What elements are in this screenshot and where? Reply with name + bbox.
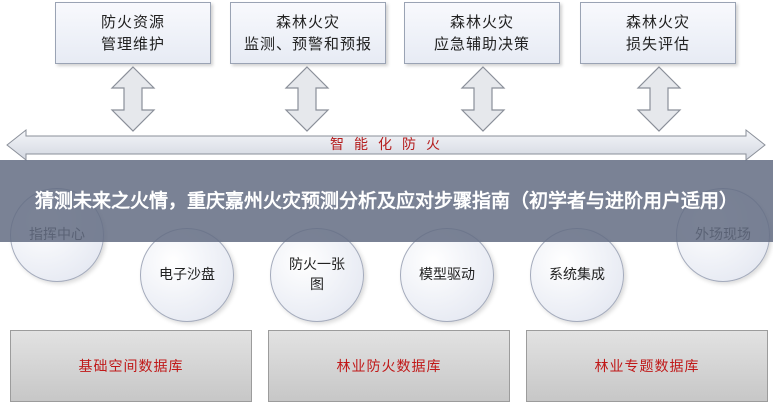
- double-arrow-icon: [460, 66, 506, 132]
- circle-label: 防火一张: [289, 257, 345, 273]
- database-label: 林业专题数据库: [594, 359, 700, 375]
- article-title[interactable]: 猜测未来之火情，重庆嘉州火灾预测分析及应对步骤指南（初学者与进阶用户适用）: [34, 189, 738, 212]
- box-subtitle: 监测、预警和预报: [243, 35, 372, 53]
- model-driven-circle: 模型驱动: [400, 228, 494, 322]
- electronic-sandbox-circle: 电子沙盘: [140, 228, 234, 322]
- box-title: 森林火灾: [625, 13, 690, 31]
- circle-label-line2: 图: [310, 277, 324, 293]
- circle-label: 系统集成: [549, 267, 605, 283]
- thematic-database-box: 林业专题数据库: [526, 330, 768, 402]
- circle-label: 模型驱动: [419, 267, 475, 283]
- database-label: 林业防火数据库: [336, 359, 442, 375]
- emergency-decision-box: 森林火灾 应急辅助决策: [404, 2, 560, 64]
- box-subtitle: 应急辅助决策: [433, 35, 530, 53]
- box-title: 防火资源: [100, 13, 165, 31]
- box-subtitle: 损失评估: [625, 35, 690, 53]
- box-title: 森林火灾: [449, 13, 514, 31]
- box-title: 森林火灾: [275, 13, 340, 31]
- monitoring-warning-box: 森林火灾 监测、预警和预报: [230, 2, 386, 64]
- intelligent-fire-prevention-band: [6, 128, 766, 162]
- double-arrow-icon: [284, 66, 330, 132]
- database-label: 基础空间数据库: [78, 359, 184, 375]
- box-subtitle: 管理维护: [100, 35, 165, 53]
- spatial-database-box: 基础空间数据库: [10, 330, 252, 402]
- system-integration-circle: 系统集成: [530, 228, 624, 322]
- circle-label: 电子沙盘: [159, 267, 215, 283]
- loss-assessment-box: 森林火灾 损失评估: [580, 2, 736, 64]
- fire-map-circle: 防火一张图: [270, 228, 364, 322]
- band-label: 智能化防火: [330, 137, 450, 153]
- double-arrow-icon: [636, 66, 682, 132]
- resource-management-box: 防火资源 管理维护: [55, 2, 211, 64]
- double-arrow-icon: [110, 66, 156, 132]
- fire-database-box: 林业防火数据库: [268, 330, 510, 402]
- title-overlay: 猜测未来之火情，重庆嘉州火灾预测分析及应对步骤指南（初学者与进阶用户适用）: [0, 160, 773, 242]
